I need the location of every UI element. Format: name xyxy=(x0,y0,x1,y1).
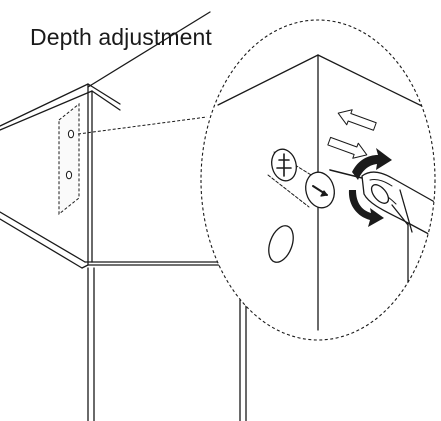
plate-hole-top xyxy=(67,129,75,139)
plate-hole-bottom xyxy=(65,170,73,180)
slide-direction-arrows xyxy=(327,109,377,159)
diagram-title: Depth adjustment xyxy=(30,24,212,50)
cam-lock xyxy=(267,148,335,209)
detail-callout xyxy=(200,19,436,341)
rotate-arrow-icon xyxy=(348,148,392,227)
callout-leader-line xyxy=(77,116,208,135)
mounting-plate xyxy=(58,102,80,216)
screwdriver-icon xyxy=(329,169,435,241)
cabinet-outline xyxy=(0,11,247,421)
detail-circle-border xyxy=(200,19,436,341)
detail-hole xyxy=(268,225,294,263)
